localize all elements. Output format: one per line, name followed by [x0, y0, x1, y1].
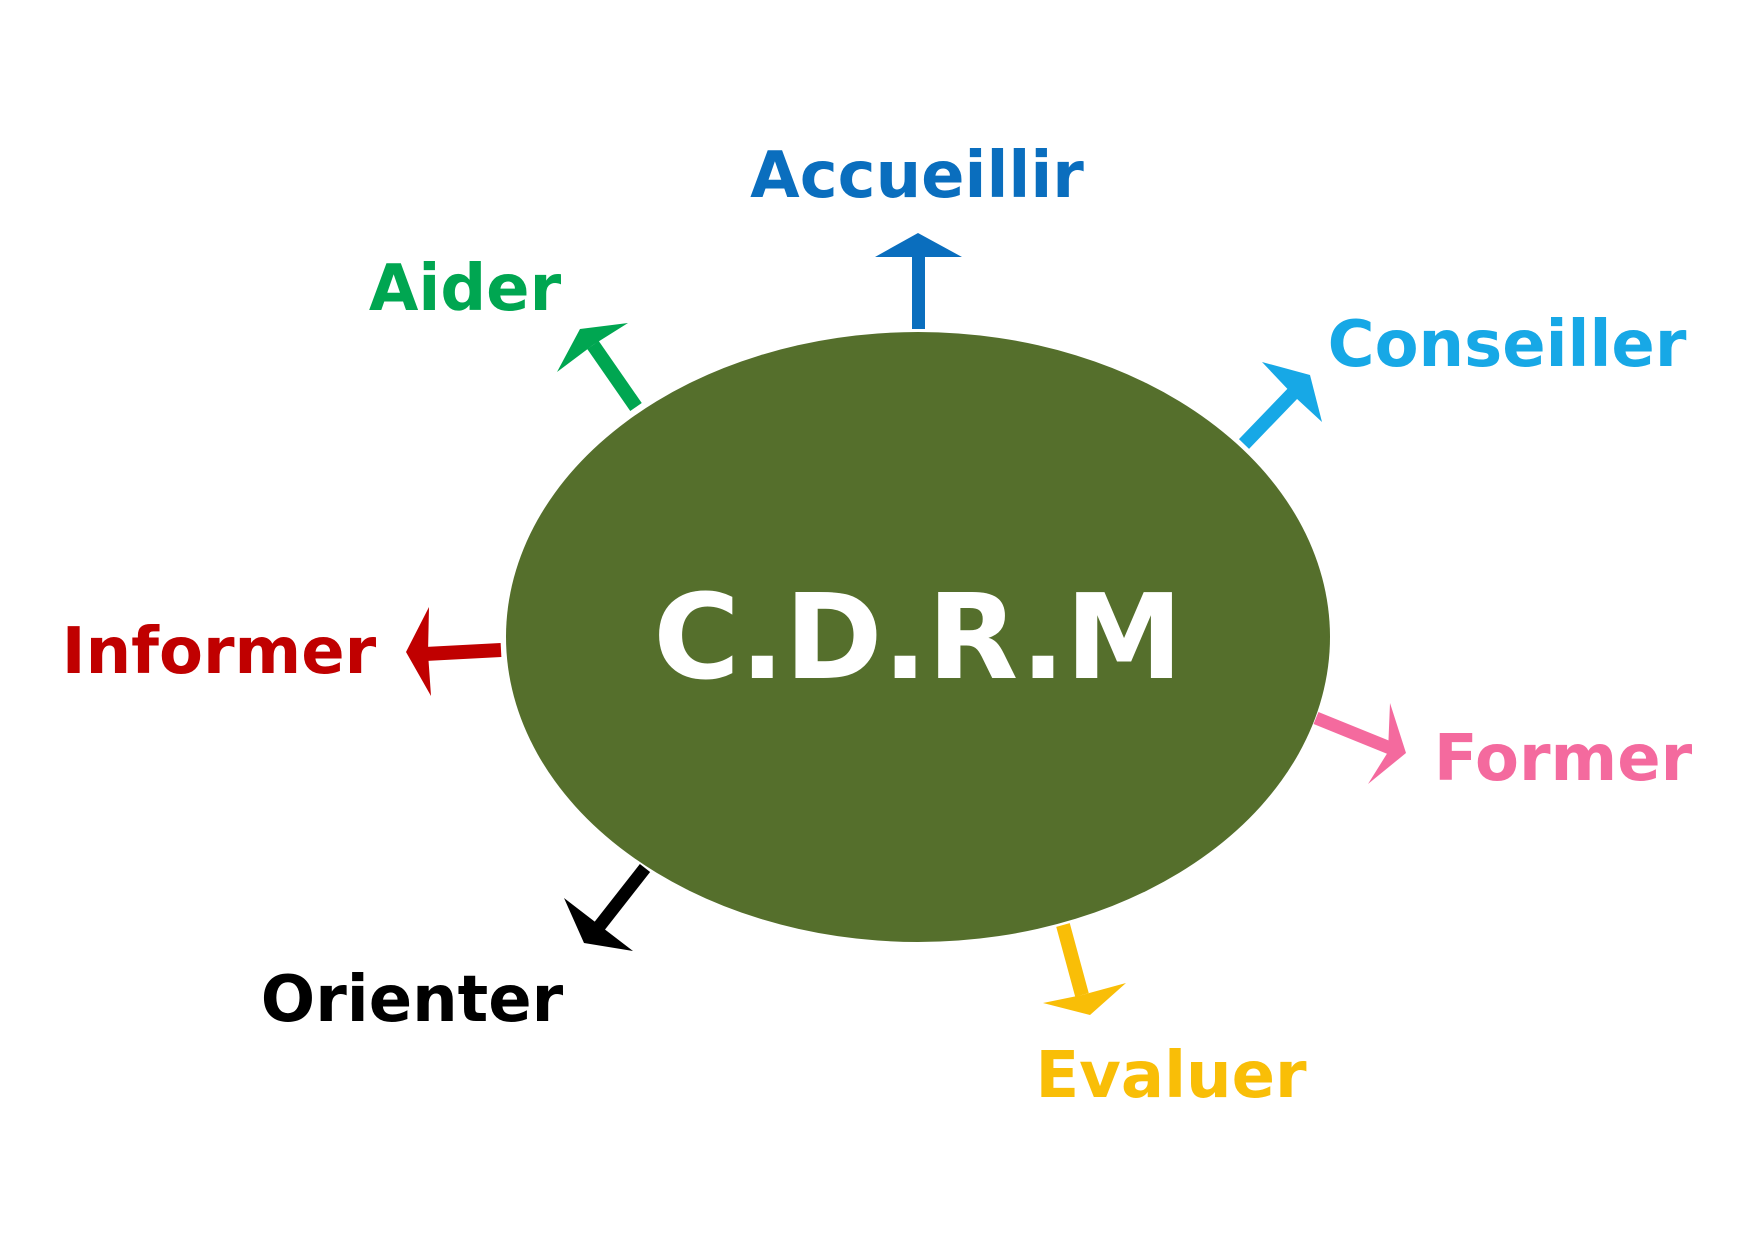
action-conseiller: Conseiller: [1238, 308, 1687, 449]
arrow-shaft-former: [1313, 711, 1393, 755]
label-former: Former: [1434, 722, 1693, 796]
action-aider: Aider: [369, 252, 642, 411]
action-informer: Informer: [62, 607, 502, 696]
arrow-shaft-orienter: [592, 863, 651, 933]
center-label: C.D.R.M: [653, 568, 1183, 706]
label-conseiller: Conseiller: [1328, 308, 1687, 382]
arrow-head-conseiller: [1262, 362, 1322, 422]
arrow-head-aider: [557, 323, 628, 372]
arrow-head-former: [1368, 703, 1406, 784]
arrow-shaft-conseiller: [1238, 385, 1302, 449]
label-accueillir: Accueillir: [750, 139, 1084, 213]
action-accueillir: Accueillir: [750, 139, 1084, 329]
center-ellipse: [506, 332, 1330, 942]
arrow-shaft-informer: [424, 643, 502, 661]
arrow-shaft-evaluer: [1056, 923, 1089, 997]
arrow-shaft-aider: [587, 341, 642, 411]
arrow-head-orienter: [564, 898, 633, 951]
label-evaluer: Evaluer: [1035, 1039, 1307, 1113]
action-evaluer: Evaluer: [1035, 923, 1307, 1113]
arrow-head-evaluer: [1043, 983, 1126, 1015]
label-orienter: Orienter: [261, 963, 564, 1037]
label-aider: Aider: [369, 252, 562, 326]
arrow-accueillir: [875, 233, 962, 329]
label-informer: Informer: [62, 615, 377, 689]
action-orienter: Orienter: [261, 863, 651, 1037]
action-former: Former: [1313, 703, 1693, 796]
arrow-head-informer: [406, 607, 431, 696]
